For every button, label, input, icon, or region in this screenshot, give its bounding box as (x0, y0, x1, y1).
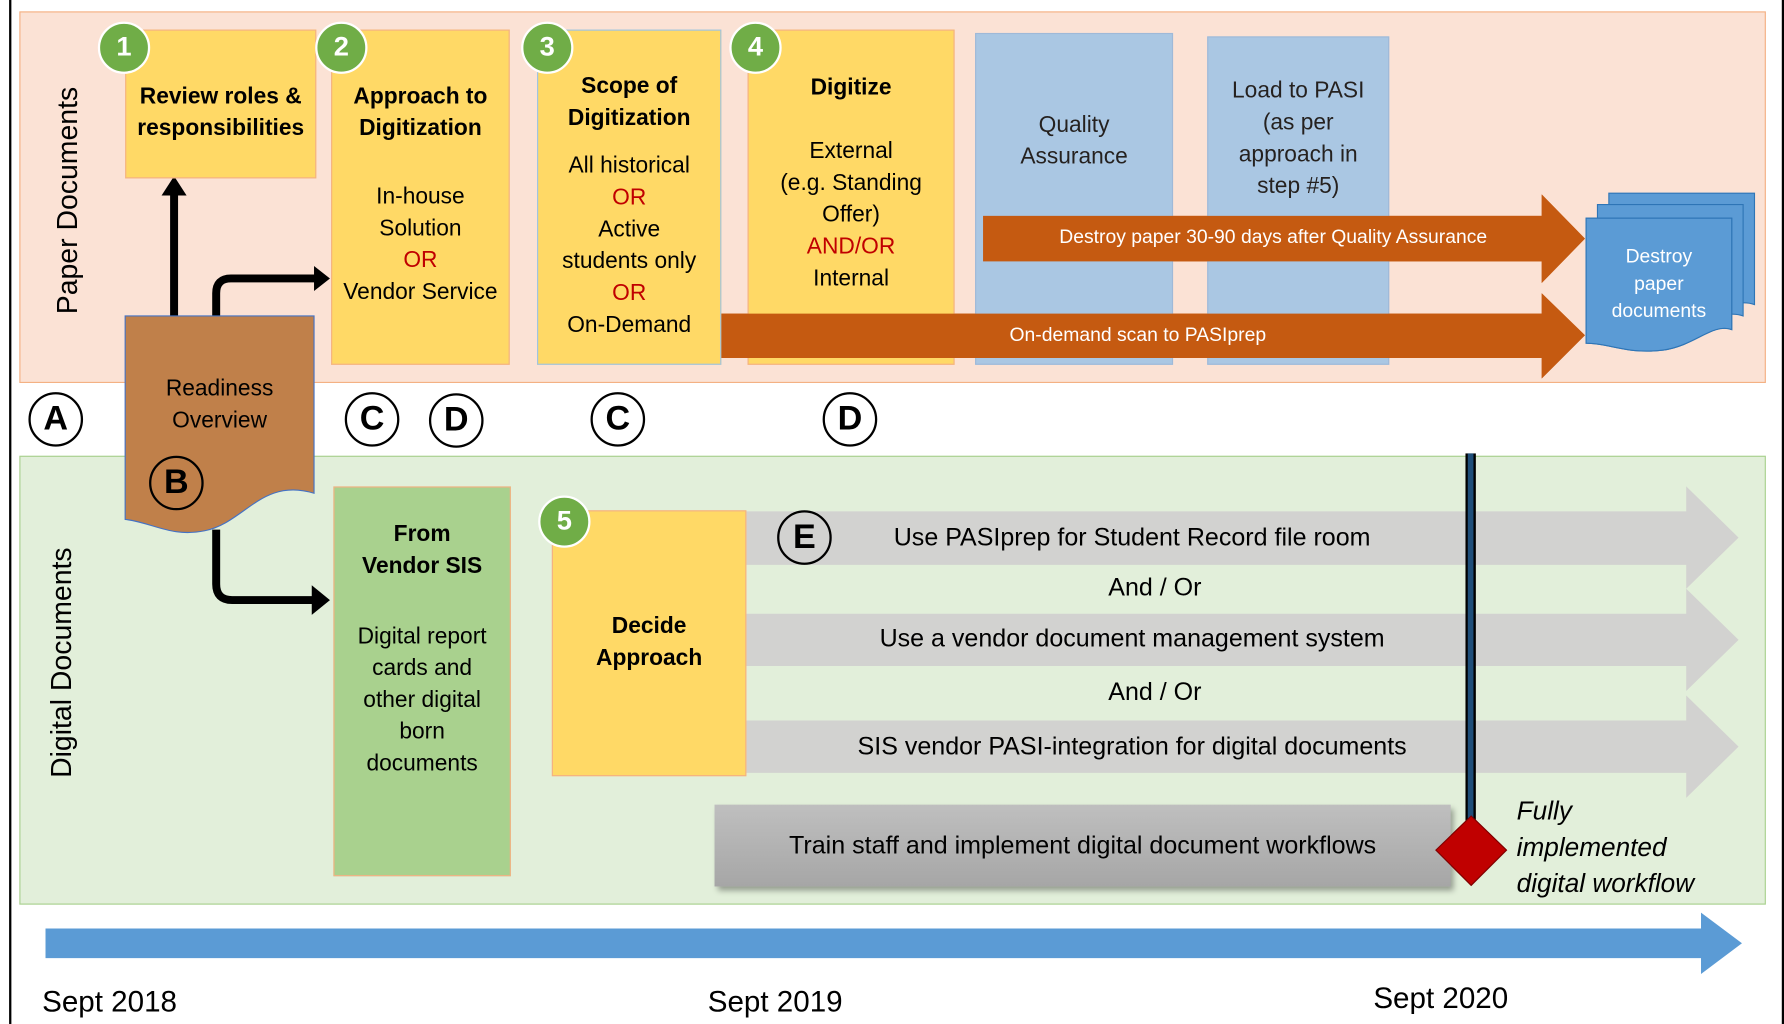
milestone-line2: implemented (1516, 831, 1667, 862)
step3-badge: 3 (521, 21, 574, 74)
timeline-arrow (45, 912, 1742, 974)
vendor-sis-body5: documents (366, 751, 478, 777)
destroy-doc-line3: documents (1611, 300, 1707, 322)
readiness-overview: Readiness Overview (125, 373, 314, 437)
destroy-doc-line2: paper (1634, 272, 1684, 295)
digital-option-1: Use PASIprep for Student Record file roo… (893, 522, 1371, 552)
arrow-to-step2 (212, 274, 317, 321)
step1-badge: 1 (97, 21, 151, 74)
gray-arrow-option-1 (746, 486, 1739, 589)
step2-or: OR (403, 247, 438, 273)
milestone-line1: Fully (1516, 795, 1572, 826)
digital-andor-2: And / Or (1108, 677, 1202, 706)
timeline-start: Sept 2018 (42, 984, 177, 1019)
vendor-sis-title-line1: From (393, 521, 451, 547)
destroy-doc-line1: Destroy (1625, 245, 1693, 268)
step4-title: Digitize (810, 75, 892, 101)
milestone-label: Fully implemented digital workflow (1517, 792, 1694, 901)
milestone-line3: digital workflow (1516, 868, 1695, 898)
step2-option1-line2: Solution (379, 215, 462, 241)
step3-box: Scope of Digitization All historical OR … (537, 29, 722, 365)
step4-andor: AND/OR (806, 234, 896, 260)
gray-arrow-option-2 (746, 588, 1739, 691)
step4-option1-line1: External (809, 138, 893, 164)
step4-badge: 4 (729, 21, 782, 74)
gray-arrow-option-3 (746, 695, 1739, 798)
step5-box: Decide Approach (551, 510, 747, 777)
vendor-sis-title-line2: Vendor SIS (362, 553, 483, 579)
timeline-end: Sept 2020 (1373, 980, 1509, 1015)
letter-c-1: C (344, 392, 400, 447)
arrow-to-vendor-sis (212, 529, 315, 605)
step4-option1-line3: Offer) (822, 202, 880, 228)
train-staff-bar: Train staff and implement digital docume… (714, 804, 1451, 887)
digital-option-2: Use a vendor document management system (879, 623, 1385, 653)
letter-b: B (149, 455, 204, 511)
vendor-sis-box: From Vendor SIS Digital report cards and… (333, 486, 511, 877)
step3-option2-line1: Active (598, 217, 661, 243)
destroy-paper-documents: Destroy paper documents (1586, 243, 1732, 325)
readiness-line1: Readiness (165, 376, 274, 402)
vendor-sis-body2: cards and (372, 655, 473, 681)
load-line2: (as per (1262, 110, 1334, 136)
destroy-paper-arrow-label: Destroy paper 30-90 days after Quality A… (1059, 226, 1488, 248)
step4-box: Digitize External (e.g. Standing Offer) … (747, 29, 955, 365)
letter-e: E (777, 510, 832, 565)
step1-title: Review roles & responsibilities (137, 84, 305, 141)
step3-option3: On-Demand (567, 312, 692, 338)
arrow-to-vendor-sis-head (311, 585, 330, 615)
load-line4: step #5) (1257, 173, 1340, 199)
readiness-line2: Overview (172, 408, 268, 434)
vendor-sis-body1: Digital report (357, 623, 487, 649)
step5-badge: 5 (538, 495, 591, 548)
qa-line2: Assurance (1020, 144, 1128, 170)
step2-option1-line1: In-house (376, 184, 465, 210)
step2-option2: Vendor Service (343, 279, 498, 305)
arrow-to-step2-head (314, 265, 330, 291)
step1-box: Review roles & responsibilities (125, 29, 317, 179)
step5-title-line2: Approach (596, 645, 703, 671)
step3-option2-line2: students only (562, 248, 697, 274)
load-line1: Load to PASI (1232, 78, 1365, 104)
step5-title-line1: Decide (611, 613, 687, 639)
load-to-pasi-box: Load to PASI (as per approach in step #5… (1207, 36, 1390, 365)
step2-title-line2: Digitization (359, 115, 482, 141)
step3-title-line1: Scope of (581, 73, 678, 99)
letter-a: A (28, 392, 84, 447)
step2-box: Approach to Digitization In-house Soluti… (331, 29, 510, 365)
step3-title-line2: Digitization (567, 105, 691, 131)
load-line3: approach in (1238, 142, 1358, 168)
vendor-sis-body3: other digital (363, 687, 481, 713)
quality-assurance-box: Quality Assurance (975, 32, 1174, 365)
step3-option1: All historical (568, 153, 690, 179)
step2-badge: 2 (315, 21, 368, 74)
letter-d-1: D (428, 393, 484, 448)
step3-or2: OR (612, 280, 647, 306)
step3-or1: OR (612, 185, 647, 211)
step4-option1-line2: (e.g. Standing (780, 170, 922, 196)
digital-option-3: SIS vendor PASI-integration for digital … (857, 731, 1407, 761)
arrow-to-step1-head (161, 176, 187, 196)
letter-d-2: D (822, 392, 878, 447)
timeline-mid: Sept 2019 (707, 984, 843, 1019)
ondemand-scan-arrow-label: On-demand scan to PASIprep (1009, 323, 1267, 346)
qa-line1: Quality (1038, 112, 1110, 138)
letter-c-2: C (590, 392, 646, 447)
digital-andor-1: And / Or (1108, 572, 1202, 602)
vendor-sis-body4: born (399, 719, 445, 745)
step4-option2: Internal (813, 265, 890, 291)
step2-title-line1: Approach to (353, 84, 488, 110)
